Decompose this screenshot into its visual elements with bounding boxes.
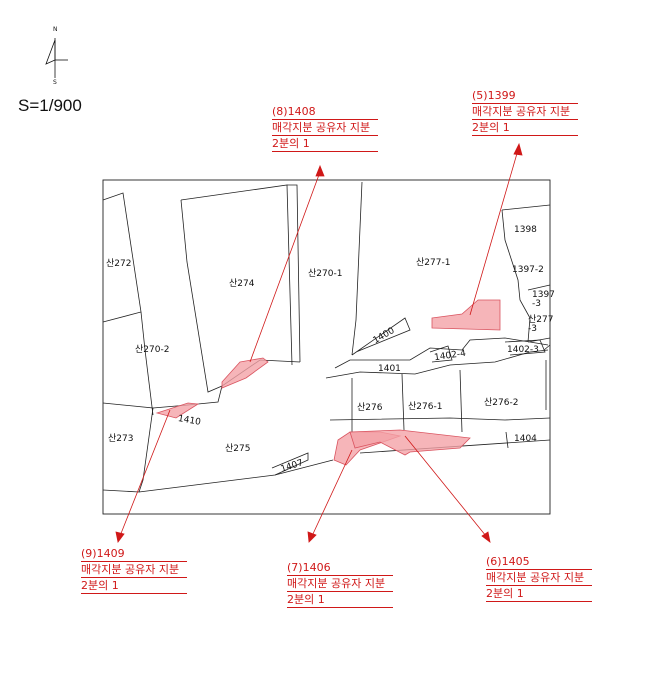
callout-desc: 매각지분 공유자 지분 (486, 570, 593, 586)
highlighted-parcels (155, 299, 501, 466)
callout-desc: 매각지분 공유자 지분 (272, 120, 379, 136)
scale-label: S=1/900 (18, 96, 82, 115)
parcel-1409-highlight[interactable] (155, 402, 200, 419)
parcel-label: 산272 (106, 258, 131, 269)
north-arrow-icon (45, 38, 68, 78)
parcel-label: 산277-3 (528, 314, 553, 334)
callout-share: 2분의 1 (272, 136, 379, 152)
callout-1405: (6)1405 매각지분 공유자 지분 2분의 1 (486, 554, 593, 602)
callout-1399: (5)1399 매각지분 공유자 지분 2분의 1 (472, 88, 579, 136)
parcel-label: 1402-4 (434, 349, 467, 363)
callout-share: 2분의 1 (81, 578, 188, 594)
parcel-label: 산276-2 (484, 397, 518, 408)
parcel-label: 1398 (514, 225, 537, 235)
callout-1408: (8)1408 매각지분 공유자 지분 2분의 1 (272, 104, 379, 152)
callout-1406: (7)1406 매각지분 공유자 지분 2분의 1 (287, 560, 394, 608)
north-label: N (53, 26, 58, 33)
callout-desc: 매각지분 공유자 지분 (472, 104, 579, 120)
parcel-label: 1397-3 (532, 290, 555, 309)
parcel-label: 1402-3 (507, 345, 539, 355)
callout-share: 2분의 1 (287, 592, 394, 608)
callout-desc: 매각지분 공유자 지분 (81, 562, 188, 578)
callout-title: (6)1405 (486, 554, 593, 570)
parcel-label: 1400 (372, 326, 397, 346)
parcel-label: 산273 (108, 433, 133, 444)
parcel-label: 산270-1 (308, 268, 342, 279)
parcel-1399-highlight[interactable] (431, 299, 501, 331)
parcel-label: 1404 (514, 434, 537, 444)
callout-title: (7)1406 (287, 560, 394, 576)
parcel-label: 산275 (225, 443, 250, 454)
parcel-label: 산274 (229, 278, 255, 289)
callout-title: (8)1408 (272, 104, 379, 120)
parcel-label: 1401 (378, 364, 401, 374)
south-label: S (53, 79, 57, 86)
parcel-label: 산276 (357, 402, 383, 413)
parcel-label: 산270-2 (135, 344, 169, 355)
callout-share: 2분의 1 (472, 120, 579, 136)
parcel-label: 산276-1 (408, 401, 442, 412)
parcel-label: 1407 (280, 458, 305, 475)
parcel-label: 1397-2 (512, 265, 544, 275)
parcel-boundaries (102, 181, 551, 493)
callout-share: 2분의 1 (486, 586, 593, 602)
callout-desc: 매각지분 공유자 지분 (287, 576, 394, 592)
parcel-label: 산277-1 (416, 257, 450, 268)
callout-1409: (9)1409 매각지분 공유자 지분 2분의 1 (81, 546, 188, 594)
map-frame (102, 179, 551, 515)
parcel-1408-highlight[interactable] (221, 357, 269, 389)
callout-title: (5)1399 (472, 88, 579, 104)
leader-lines (115, 142, 523, 543)
parcel-label: 1410 (177, 414, 202, 428)
callout-title: (9)1409 (81, 546, 188, 562)
parcel-labels: 산272 산274 산270-1 산277-1 1398 1397-2 1397… (106, 225, 555, 475)
